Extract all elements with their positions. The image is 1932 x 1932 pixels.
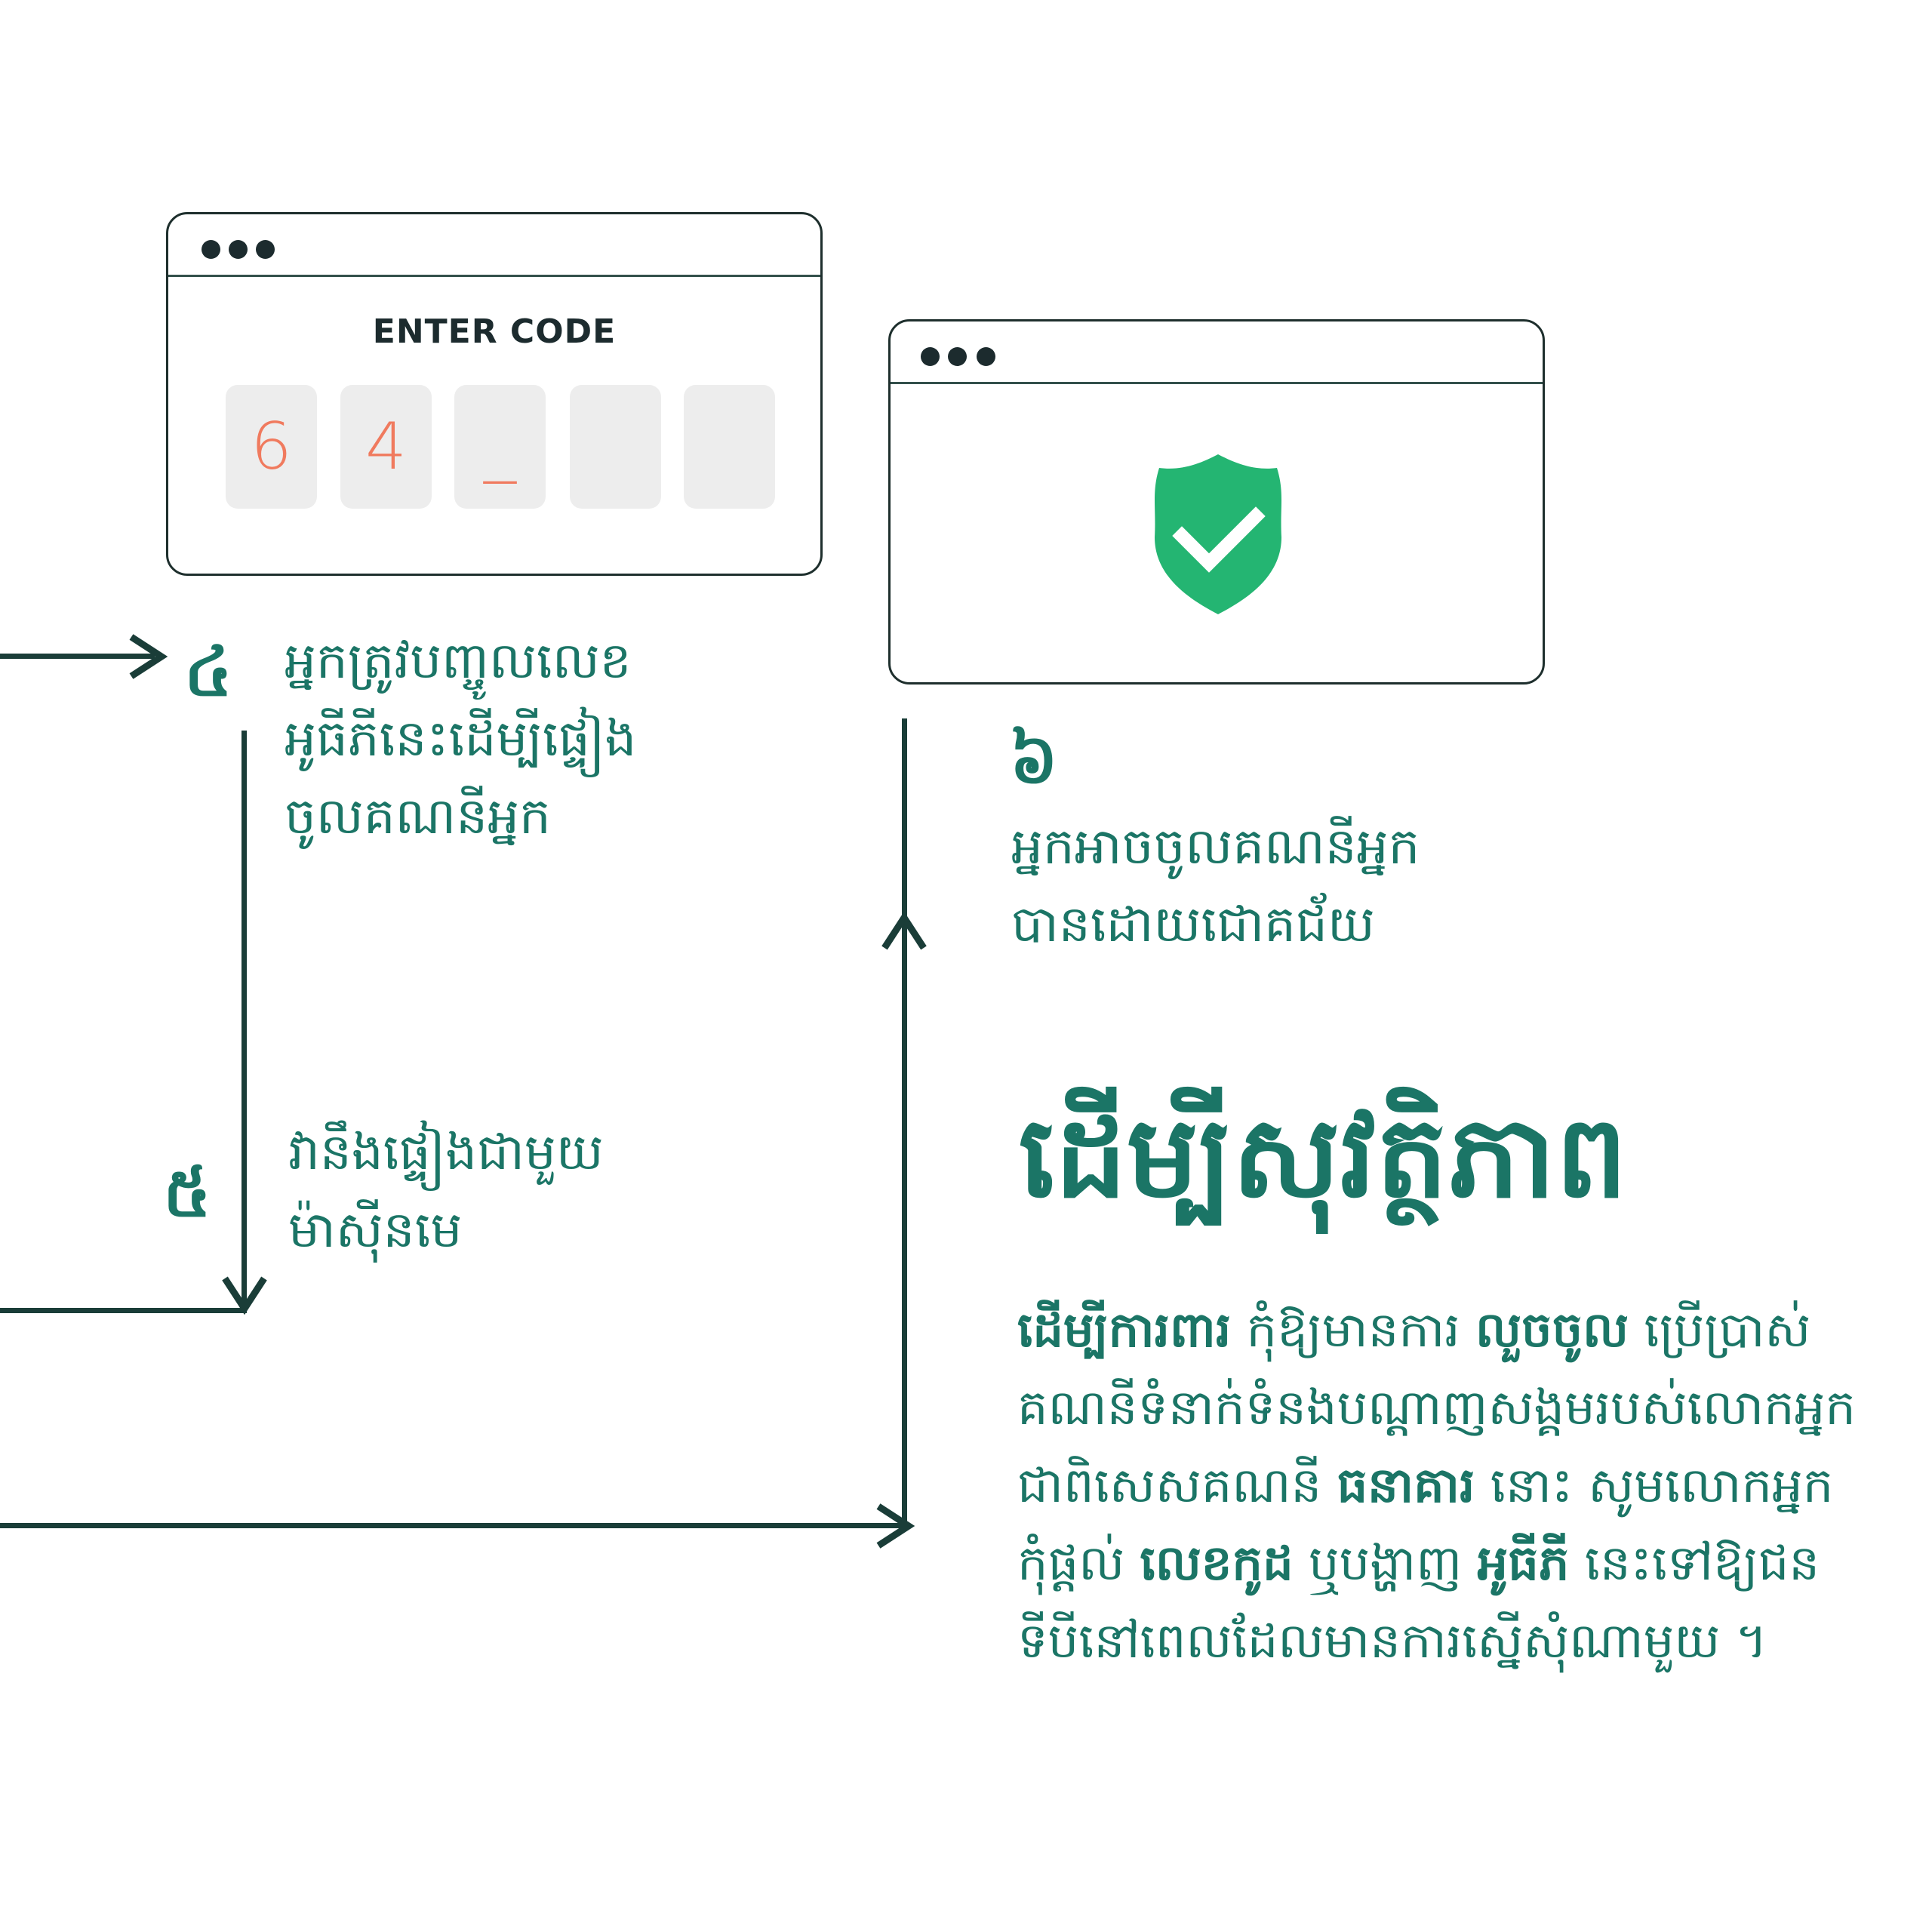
- arrow-right-icon: [129, 634, 168, 679]
- step-4-line: អូធីភីនេះដើម្បីផ្ទៀង: [285, 709, 637, 768]
- step-4-line: អ្នកត្រូវបញ្ចូលលេខ: [285, 632, 632, 690]
- security-title: ដើម្បីសុវត្ថិភាព: [1019, 1092, 1628, 1223]
- code-digit-4[interactable]: [570, 385, 661, 509]
- enter-code-window: ENTER CODE 6 4 _: [166, 212, 823, 576]
- success-window: [888, 319, 1545, 685]
- paragraph-text: កុំឱ្យមានការ: [1231, 1303, 1475, 1358]
- window-titlebar: [891, 321, 1543, 384]
- step-4-text: អ្នកត្រូវបញ្ចូលលេខ អូធីភីនេះដើម្បីផ្ទៀង …: [285, 622, 636, 855]
- paragraph-bold: អូធីភី: [1477, 1536, 1570, 1592]
- step-6-number: ៦: [1010, 720, 1058, 799]
- code-digit-2[interactable]: 4: [340, 385, 432, 509]
- code-digit-1[interactable]: 6: [226, 385, 317, 509]
- security-paragraph: ដើម្បីការពារ កុំឱ្យមានការ លួចចូល ប្រើប្រ…: [1017, 1292, 1863, 1681]
- step-6-text: អ្នកអាចចូលគណនីអ្នក បានដោយជោគជ័យ: [1011, 808, 1420, 963]
- step-5-line: ម៉ាស៊ីនមេ: [288, 1201, 463, 1259]
- step-6-line: អ្នកអាចចូលគណនីអ្នក: [1011, 817, 1420, 875]
- step-4-line: ចូលគណនីអ្នក: [285, 787, 551, 845]
- step-6-line: បានដោយជោគជ័យ: [1011, 895, 1375, 953]
- paragraph-bold: លេខកូដ: [1140, 1536, 1294, 1592]
- flow-line-step5-out: [0, 1308, 247, 1313]
- code-digit-3[interactable]: _: [454, 385, 546, 509]
- window-dot-icon: [229, 240, 248, 259]
- window-dot-icon: [921, 347, 940, 366]
- flow-line-to-step6: [902, 718, 907, 1528]
- arrow-up-icon: [881, 911, 927, 950]
- paragraph-bold: ដើម្បីការពារ: [1017, 1303, 1232, 1358]
- flow-line-bottom: [0, 1523, 906, 1528]
- paragraph-text: ប្រើប្រាស់គណនីទំនាក់ទំនងបណ្ដាញសង្គមរបស់ល…: [1017, 1303, 1856, 1514]
- flow-line-step4-in: [0, 654, 155, 659]
- flow-line-step4-to-5: [242, 731, 247, 1310]
- paragraph-bold: ធនាគារ: [1337, 1458, 1475, 1514]
- window-dot-icon: [202, 240, 220, 259]
- paragraph-text: នោះ សូមលោកអ្នកកុំផ្ដល់: [1017, 1458, 1834, 1592]
- window-dot-icon: [256, 240, 275, 259]
- step-5-line: វានឹងផ្ទៀងជាមួយ: [288, 1123, 604, 1181]
- arrow-right-icon: [876, 1503, 915, 1549]
- step-5-number: ៥: [163, 1153, 211, 1232]
- paragraph-text: ឬបង្ហាញ: [1293, 1536, 1478, 1592]
- shield-check-icon: [1155, 454, 1281, 614]
- window-dot-icon: [948, 347, 967, 366]
- code-digit-5[interactable]: [684, 385, 775, 509]
- window-titlebar: [168, 214, 820, 277]
- enter-code-heading: ENTER CODE: [372, 312, 617, 351]
- window-dot-icon: [977, 347, 995, 366]
- step-5-text: វានឹងផ្ទៀងជាមួយ ម៉ាស៊ីនមេ: [288, 1113, 604, 1269]
- paragraph-text: នេះទៅឱ្យជនទីបីនៅពេលដែលមានការស្នើសុំណាមួយ…: [1017, 1536, 1820, 1669]
- paragraph-bold: លួចចូល: [1475, 1303, 1629, 1358]
- step-4-number: ៤: [184, 632, 232, 712]
